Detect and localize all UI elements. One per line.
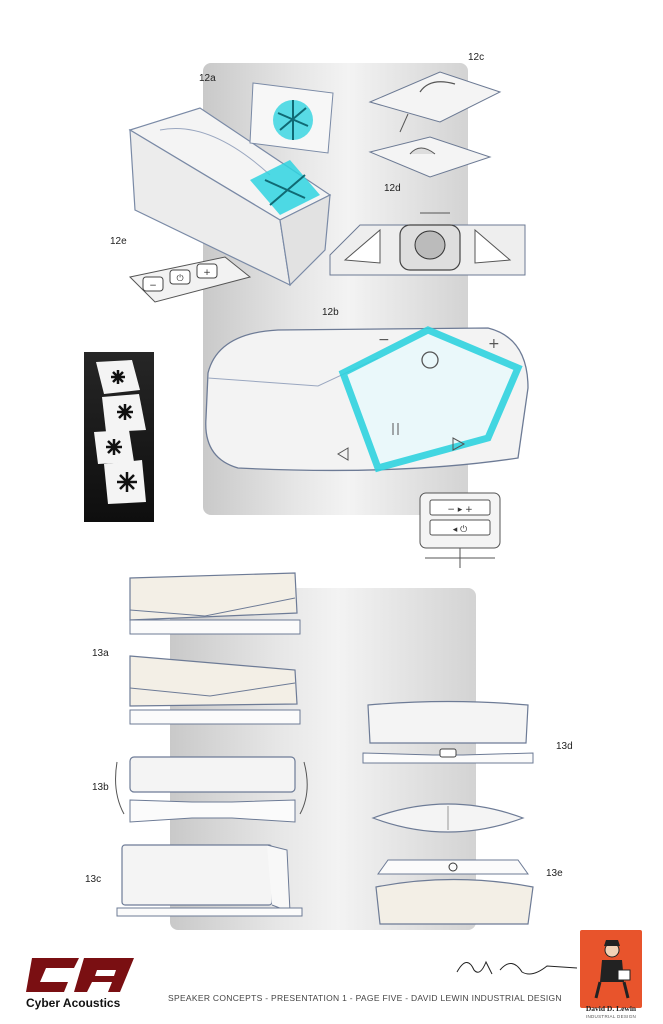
sketch-13a-closed	[125, 568, 305, 638]
sketch-13d	[348, 695, 548, 775]
sketch-12e-control: − ⏻ +	[125, 252, 255, 312]
brand-name: Cyber Acoustics	[26, 996, 121, 1010]
label-13e: 13e	[546, 868, 563, 879]
star-icon	[106, 370, 137, 492]
svg-text:−: −	[149, 281, 157, 291]
sketch-13c	[112, 840, 307, 920]
sketch-12a-card	[248, 78, 338, 158]
plus-icon: +	[488, 336, 500, 352]
sketch-12c	[360, 62, 510, 182]
sketch-12d-control-strip	[325, 205, 535, 280]
label-13c: 13c	[85, 874, 102, 885]
svg-text:◂ ⏻: ◂ ⏻	[453, 524, 468, 535]
designer-name: David D. Lewin	[585, 1004, 637, 1013]
svg-text:⏻: ⏻	[176, 273, 183, 284]
label-13b: 13b	[92, 782, 109, 793]
sketch-12a-speaker	[120, 100, 350, 290]
svg-text:−: −	[378, 332, 390, 348]
label-12d: 12d	[384, 183, 401, 194]
sketch-13b	[112, 752, 312, 827]
star-buttons	[94, 360, 146, 504]
designer-subtitle: INDUSTRIAL DESIGN	[585, 1014, 637, 1019]
sketch-13e	[368, 852, 543, 932]
signature	[452, 952, 582, 982]
label-13d: 13d	[556, 741, 573, 752]
designer-mascot	[588, 940, 636, 1000]
label-12e: 12e	[110, 236, 127, 247]
label-12b: 12b	[322, 307, 339, 318]
sketch-12b-speaker: + −	[198, 318, 538, 478]
label-12a: 12a	[199, 73, 216, 84]
sketch-control-detail: − ▸ + ◂ ⏻	[415, 488, 505, 570]
label-12c: 12c	[468, 52, 485, 63]
svg-text:− ▸ +: − ▸ +	[447, 505, 472, 515]
sketch-13a-open	[125, 648, 310, 733]
svg-text:+: +	[203, 268, 211, 278]
brand-logo	[26, 958, 134, 992]
label-13a: 13a	[92, 648, 109, 659]
sketch-lens	[368, 798, 528, 838]
footer-caption: SPEAKER CONCEPTS - PRESENTATION 1 - PAGE…	[168, 993, 562, 1003]
